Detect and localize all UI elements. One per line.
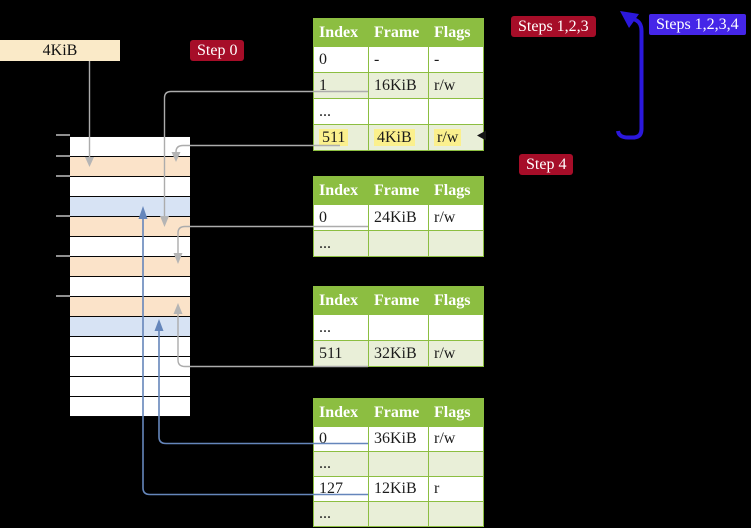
frame-size-box: 4KiB bbox=[0, 40, 120, 61]
table-row: ... bbox=[313, 501, 484, 527]
memory-row-13 bbox=[70, 396, 190, 416]
table-row: 511 32KiB r/w bbox=[313, 340, 484, 367]
cell-frame bbox=[368, 501, 429, 527]
memory-row-6 bbox=[70, 256, 190, 276]
memory-tick-2 bbox=[56, 175, 70, 177]
table-row: ... bbox=[313, 314, 484, 341]
page-table-2: Index Frame Flags 0 24KiB r/w ... bbox=[313, 176, 484, 257]
cell-frame: 4KiB bbox=[368, 124, 429, 151]
cell-flags: r/w bbox=[428, 204, 484, 231]
table-row-highlighted: 511 4KiB r/w bbox=[313, 124, 484, 151]
page-table-1: Index Frame Flags 0 - - 1 16KiB r/w ... … bbox=[313, 18, 484, 151]
memory-row-3 bbox=[70, 196, 190, 216]
memory-row-2 bbox=[70, 176, 190, 196]
memory-tick-1 bbox=[56, 155, 70, 157]
table-row: 0 36KiB r/w bbox=[313, 426, 484, 452]
cell-frame: 24KiB bbox=[368, 204, 429, 231]
cell-index: ... bbox=[313, 451, 369, 477]
memory-row-1 bbox=[70, 156, 190, 176]
highlight: 511 bbox=[319, 128, 349, 146]
memory-column bbox=[70, 136, 190, 417]
badge-step-4: Step 4 bbox=[519, 154, 574, 175]
col-header-frame: Frame bbox=[368, 18, 429, 47]
col-header-flags: Flags bbox=[428, 286, 484, 315]
cell-index: 0 bbox=[313, 204, 369, 231]
badge-steps-1-2-3-4: Steps 1,2,3,4 bbox=[649, 14, 746, 35]
col-header-index: Index bbox=[313, 398, 369, 427]
badge-steps-1-2-3: Steps 1,2,3 bbox=[511, 16, 596, 37]
table-row: ... bbox=[313, 451, 484, 477]
table-row: ... bbox=[313, 98, 484, 125]
cell-frame: 36KiB bbox=[368, 426, 429, 452]
table-row: 0 24KiB r/w bbox=[313, 204, 484, 231]
table-row: ... bbox=[313, 230, 484, 257]
table-header-row: Index Frame Flags bbox=[313, 18, 484, 47]
cell-frame: 12KiB bbox=[368, 476, 429, 502]
memory-row-11 bbox=[70, 356, 190, 376]
cell-frame bbox=[368, 98, 429, 125]
cell-flags bbox=[428, 98, 484, 125]
memory-row-5 bbox=[70, 236, 190, 256]
cell-frame: 32KiB bbox=[368, 340, 429, 367]
cell-flags bbox=[428, 314, 484, 341]
col-header-frame: Frame bbox=[368, 176, 429, 205]
arrow-step4-loop bbox=[616, 11, 644, 140]
table-header-row: Index Frame Flags bbox=[313, 286, 484, 315]
cell-index: 0 bbox=[313, 426, 369, 452]
memory-row-12 bbox=[70, 376, 190, 396]
col-header-index: Index bbox=[313, 176, 369, 205]
cell-flags: r/w bbox=[428, 72, 484, 99]
badge-step-0: Step 0 bbox=[190, 40, 245, 61]
cell-flags bbox=[428, 451, 484, 477]
cell-index: ... bbox=[313, 501, 369, 527]
col-header-flags: Flags bbox=[428, 176, 484, 205]
cell-index: 511 bbox=[313, 340, 369, 367]
memory-row-8 bbox=[70, 296, 190, 316]
col-header-flags: Flags bbox=[428, 398, 484, 427]
memory-row-4 bbox=[70, 216, 190, 236]
cell-flags: r/w bbox=[428, 426, 484, 452]
table-row: 0 - - bbox=[313, 46, 484, 73]
cell-index: ... bbox=[313, 98, 369, 125]
page-table-4: Index Frame Flags 0 36KiB r/w ... 127 12… bbox=[313, 398, 484, 527]
memory-row-7 bbox=[70, 276, 190, 296]
memory-tick-5 bbox=[56, 295, 70, 297]
highlight: r/w bbox=[434, 128, 462, 146]
cell-flags: r/w bbox=[428, 340, 484, 367]
cell-flags: r bbox=[428, 476, 484, 502]
memory-tick-4 bbox=[56, 255, 70, 257]
table-row: 1 16KiB r/w bbox=[313, 72, 484, 99]
page-table-3: Index Frame Flags ... 511 32KiB r/w bbox=[313, 286, 484, 367]
table-header-row: Index Frame Flags bbox=[313, 176, 484, 205]
col-header-index: Index bbox=[313, 286, 369, 315]
col-header-frame: Frame bbox=[368, 398, 429, 427]
cell-index: 1 bbox=[313, 72, 369, 99]
cell-index: ... bbox=[313, 230, 369, 257]
cell-flags: - bbox=[428, 46, 484, 73]
memory-row-9 bbox=[70, 316, 190, 336]
cell-index: 511 bbox=[313, 124, 369, 151]
cell-frame bbox=[368, 230, 429, 257]
cell-index: 127 bbox=[313, 476, 369, 502]
table-row: 127 12KiB r bbox=[313, 476, 484, 502]
table-header-row: Index Frame Flags bbox=[313, 398, 484, 427]
col-header-frame: Frame bbox=[368, 286, 429, 315]
memory-row-0 bbox=[70, 136, 190, 156]
cell-frame: 16KiB bbox=[368, 72, 429, 99]
cell-flags bbox=[428, 501, 484, 527]
memory-tick-0 bbox=[56, 134, 70, 136]
cell-flags bbox=[428, 230, 484, 257]
col-header-flags: Flags bbox=[428, 18, 484, 47]
cell-frame bbox=[368, 451, 429, 477]
cell-frame: - bbox=[368, 46, 429, 73]
cell-frame bbox=[368, 314, 429, 341]
cell-index: ... bbox=[313, 314, 369, 341]
col-header-index: Index bbox=[313, 18, 369, 47]
memory-row-10 bbox=[70, 336, 190, 356]
memory-tick-3 bbox=[56, 215, 70, 217]
cell-index: 0 bbox=[313, 46, 369, 73]
cell-flags: r/w bbox=[428, 124, 484, 151]
highlight: 4KiB bbox=[374, 128, 415, 146]
